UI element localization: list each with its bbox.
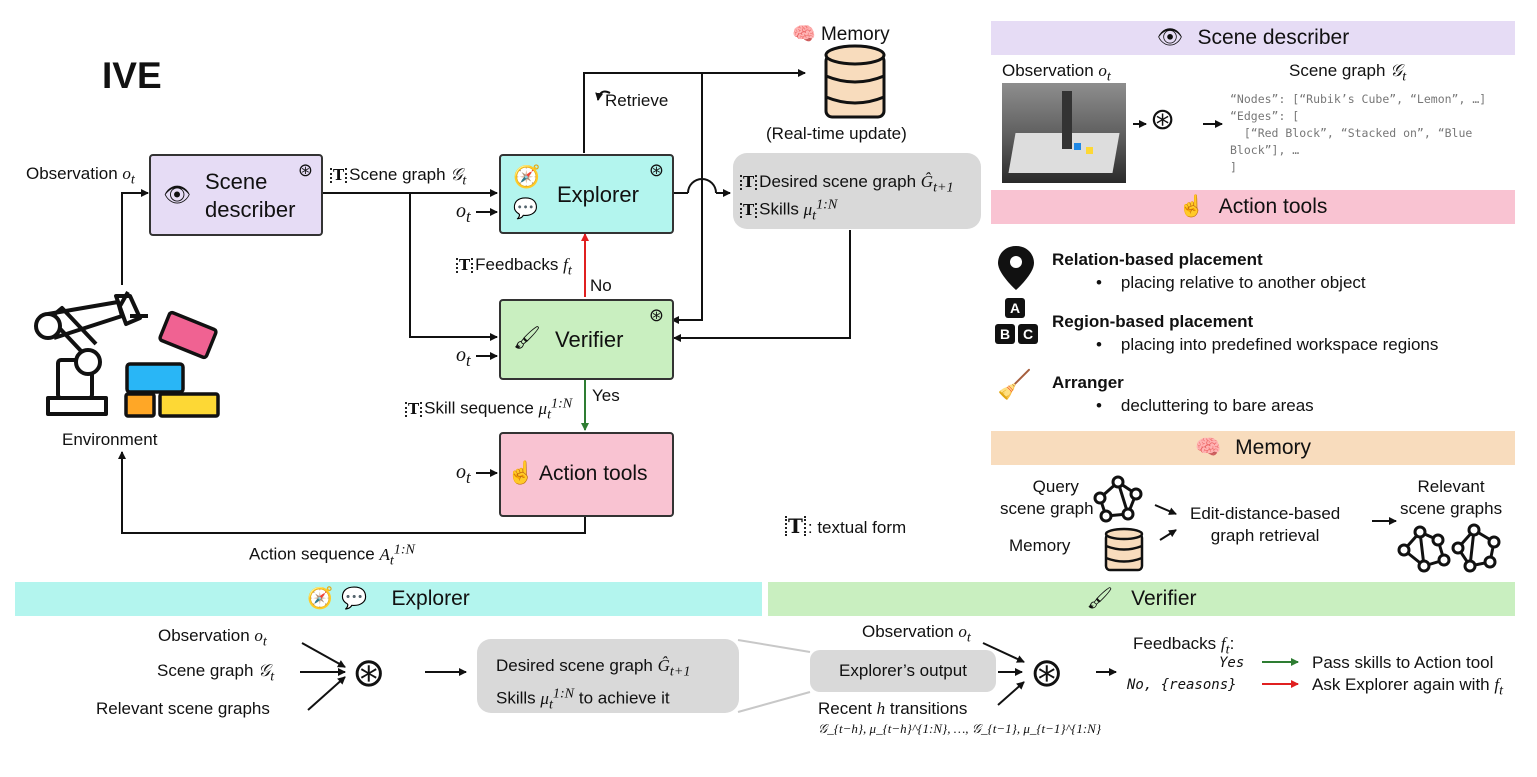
yes-action-text: Pass skills to Action tool <box>1312 653 1494 672</box>
neural-net-icon: ⊛ <box>352 651 386 695</box>
explorer-input-observation: Observation ot <box>158 626 267 650</box>
eye-icon: 👁 <box>1156 26 1184 49</box>
observation-label: Observation ot <box>26 164 135 188</box>
neural-net-icon: ⊛ <box>1150 103 1176 136</box>
scene-graph-json: “Nodes”: [“Rubik’s Cube”, “Lemon”, …]“Ed… <box>1230 92 1487 174</box>
neural-net-icon: ⊛ <box>1030 651 1064 695</box>
explorer-output-box <box>733 153 981 229</box>
retrieve-label: Retrieve <box>605 91 669 110</box>
relation-placement-title: Relation-based placement <box>1052 250 1263 269</box>
recent-transitions-label: Recent h transitions <box>818 699 968 718</box>
verifier-observation-label: Observation ot <box>862 622 971 646</box>
panel-observation-label: Observation ot <box>1002 61 1111 85</box>
memory-db-label: Memory <box>1009 536 1071 555</box>
action-tools-header: ☝Action tools <box>991 190 1515 224</box>
arranger-desc: • decluttering to bare areas <box>1096 396 1314 415</box>
region-placement-desc: • placing into predefined workspace regi… <box>1096 335 1439 354</box>
no-action-text: Ask Explorer again with ft <box>1312 675 1504 699</box>
relation-placement-desc: • placing relative to another object <box>1096 273 1366 292</box>
brain-icon: 🧠 <box>1195 436 1222 459</box>
region-placement-title: Region-based placement <box>1052 312 1254 331</box>
hand-pointer-icon: ☝ <box>507 460 535 485</box>
action-tools-block: ☝ Action tools <box>499 432 674 517</box>
observation-photo <box>1002 83 1126 183</box>
compass-icon: 🧭 <box>307 587 334 610</box>
chat-icon: 💬 <box>513 198 538 220</box>
scene-describer-header: 👁Scene describer <box>991 21 1515 55</box>
chat-icon: 💬 <box>341 587 368 610</box>
brain-icon: 🧠 <box>792 24 816 45</box>
abc-icon-c: C <box>1018 324 1038 344</box>
o-t-label: ot <box>456 344 471 370</box>
brush-icon: 🖌 <box>513 325 541 350</box>
verifier-title: Verifier <box>555 327 624 352</box>
recent-sequence: 𝒢_{t−h}, μ_{t−h}^{1:N}, …, 𝒢_{t−1}, μ_{t… <box>818 721 1102 736</box>
memory-header: 🧠Memory <box>991 431 1515 465</box>
explorer-block: 🧭 💬 Explorer ⊛ <box>499 154 674 234</box>
explorer-output-panel <box>477 639 739 713</box>
verifier-panel-header: 🖌Verifier <box>768 582 1515 616</box>
explorer-input-scene-graph: Scene graph 𝒢t <box>157 661 275 685</box>
explorer-input-relevant: Relevant scene graphs <box>96 699 270 718</box>
diagram-title: IVE <box>102 55 162 96</box>
arranger-title: Arranger <box>1052 373 1124 392</box>
compass-icon: 🧭 <box>513 164 541 189</box>
abc-icon-b: B <box>995 324 1015 344</box>
action-sequence-label: Action sequence At1:N <box>249 541 415 569</box>
eye-icon: 👁 <box>163 182 191 207</box>
action-tools-title: Action tools <box>539 462 648 485</box>
neural-net-icon: ⊛ <box>297 160 313 180</box>
panel-scene-graph-label: Scene graph 𝒢t <box>1289 61 1407 85</box>
verifier-block: 🖌 Verifier ⊛ <box>499 299 674 380</box>
o-t-label: ot <box>456 200 471 226</box>
textual-form-legend: T: textual form <box>785 516 906 538</box>
neural-net-icon: ⊛ <box>648 160 664 180</box>
abc-icon-a: A <box>1005 298 1025 318</box>
verifier-feedbacks-label: Feedbacks ft: <box>1133 634 1235 658</box>
broom-icon: 🧹 <box>997 369 1032 400</box>
environment-label: Environment <box>62 430 158 449</box>
explorer-title: Explorer <box>557 182 639 207</box>
neural-net-icon: ⊛ <box>648 305 664 325</box>
realtime-update-label: (Real-time update) <box>766 124 907 143</box>
memory-label: 🧠 Memory <box>792 24 890 45</box>
explorer-panel-header: 🧭💬Explorer <box>15 582 762 616</box>
explorer-output-text: Desired scene graph Ĝt+1 Skills μt1:N to… <box>496 656 691 713</box>
feedback-yes: Yes <box>1219 655 1245 671</box>
no-label: No <box>590 276 612 295</box>
o-t-label: ot <box>456 461 471 487</box>
brush-icon: 🖌 <box>1086 587 1114 610</box>
explorer-output-chip: Explorer’s output <box>810 650 996 692</box>
hand-pointer-icon: ☝ <box>1178 195 1205 218</box>
yes-label: Yes <box>592 386 620 405</box>
feedback-no: No, {reasons} <box>1127 677 1237 693</box>
